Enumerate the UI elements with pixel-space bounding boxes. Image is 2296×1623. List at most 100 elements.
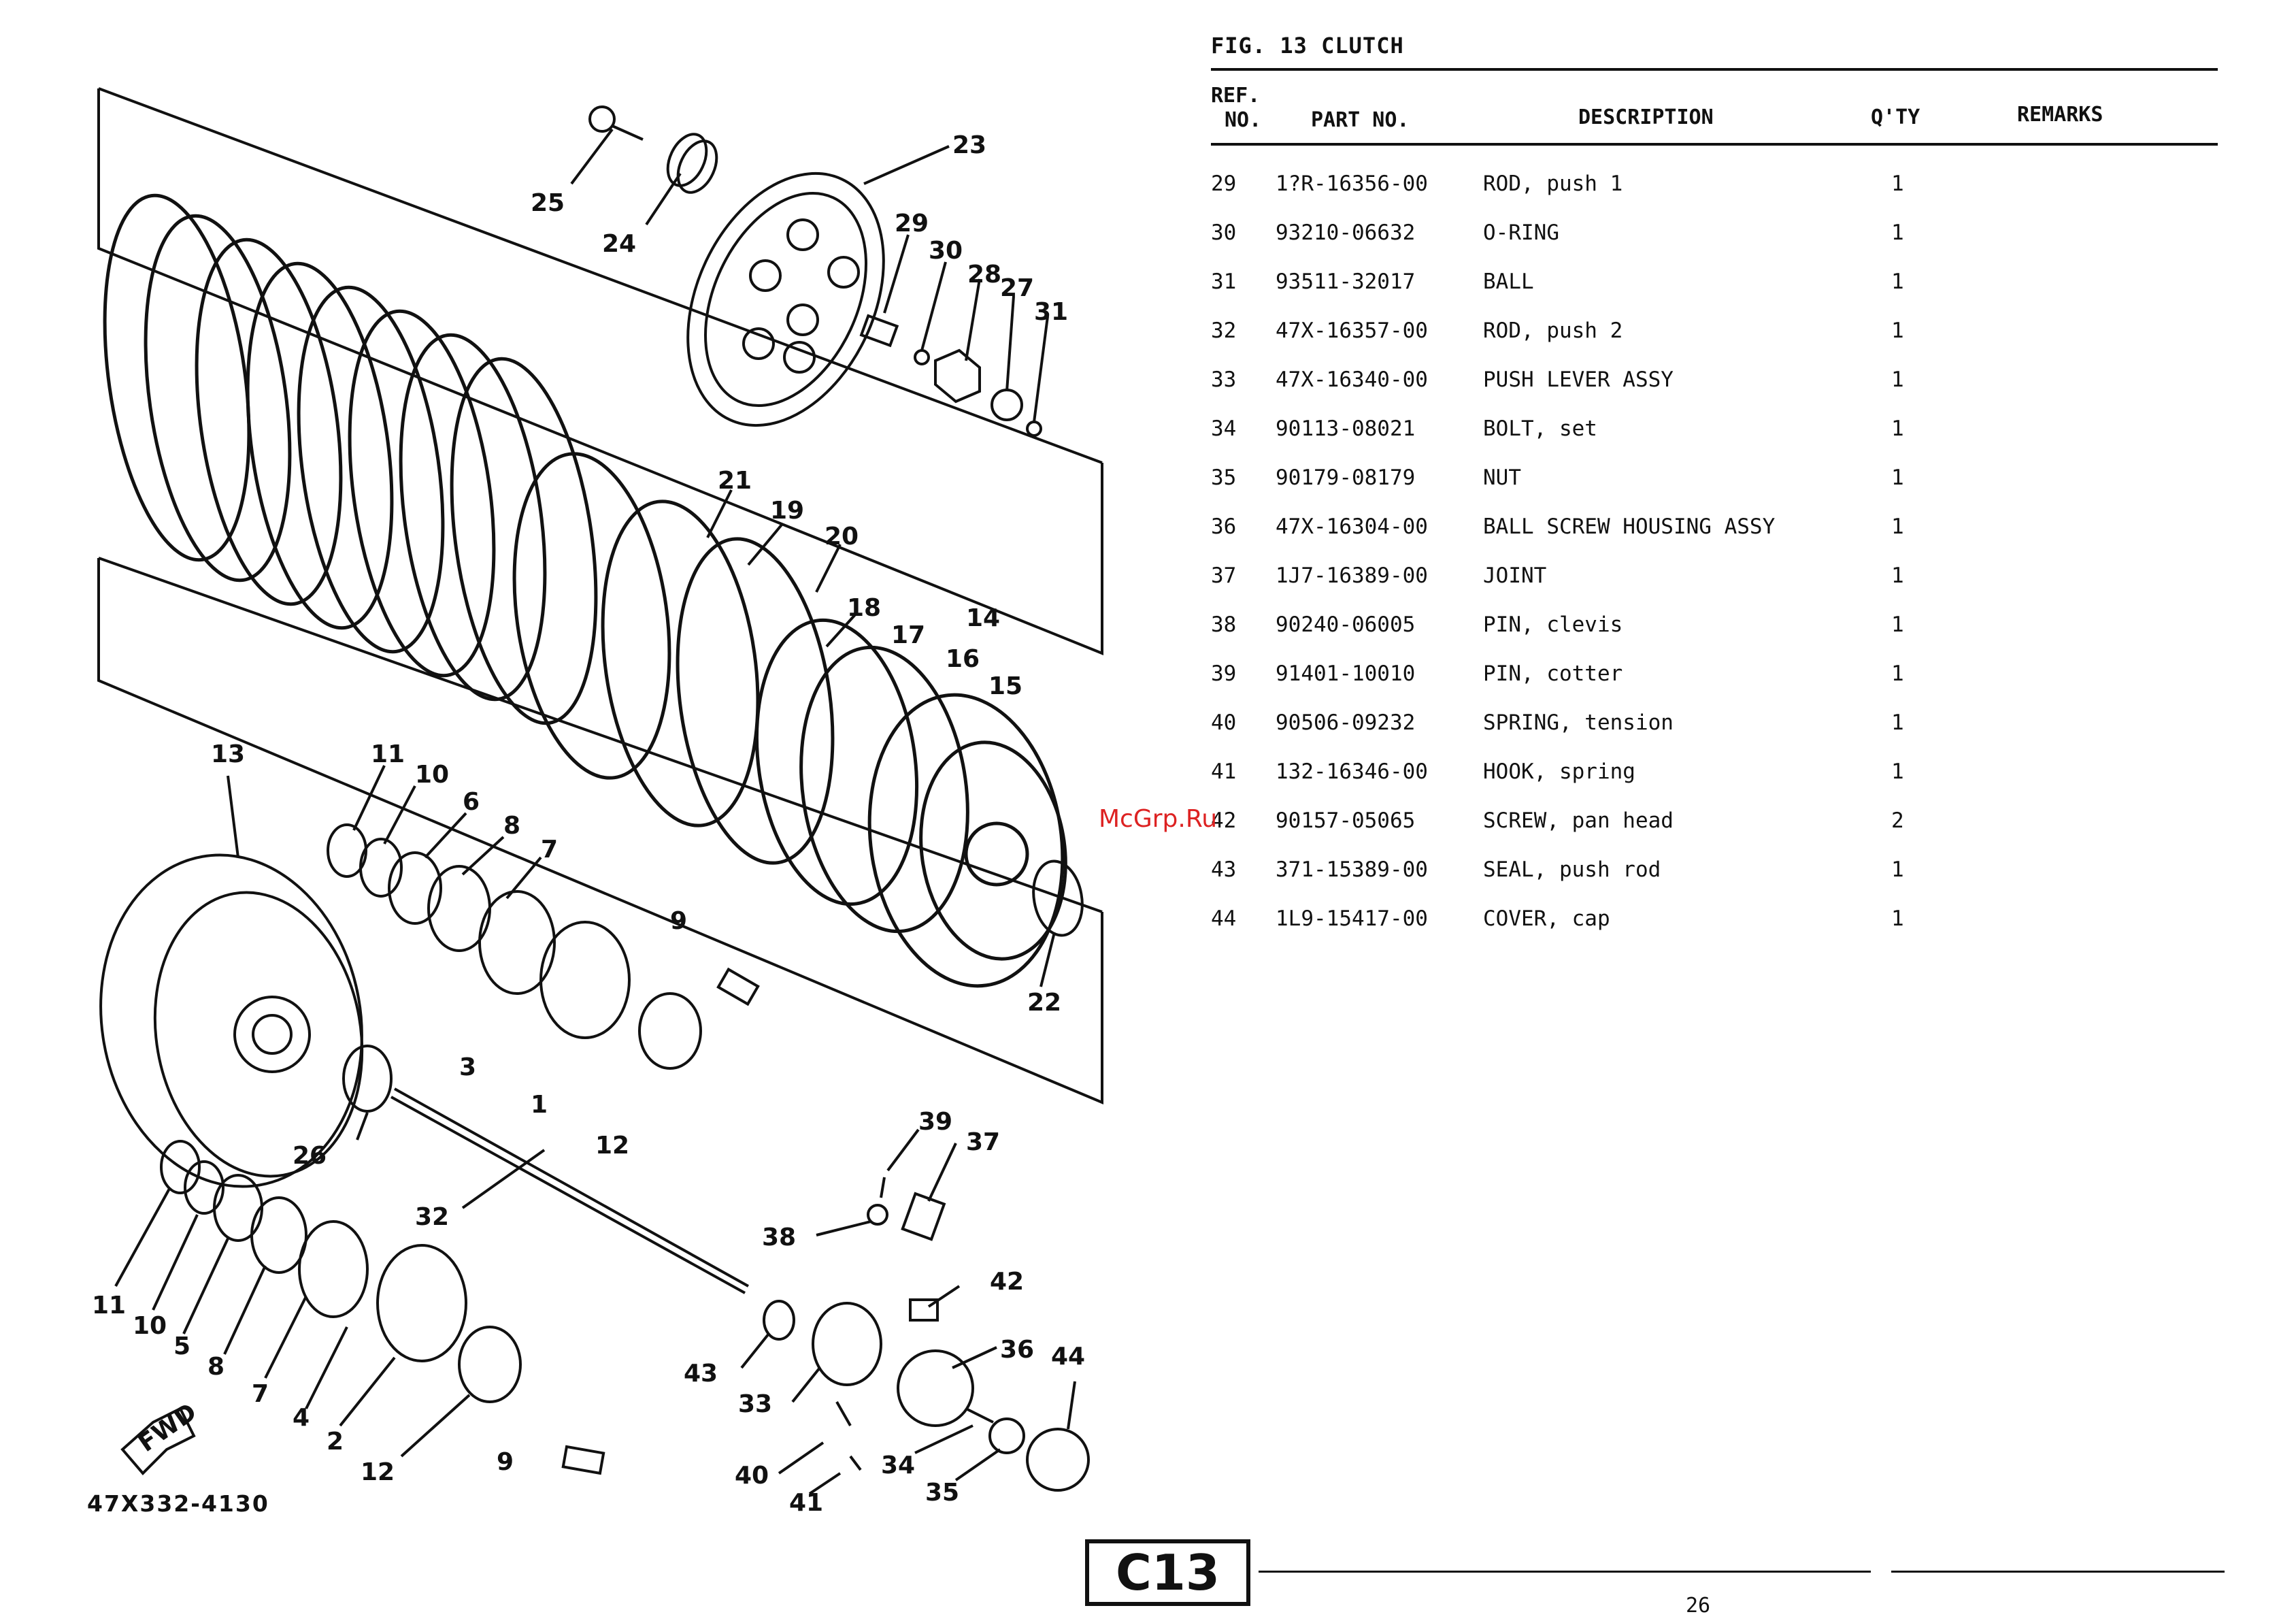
ref-no: 33 — [1211, 367, 1237, 392]
table-row: 30 93210-06632 O-RING 1 — [1211, 220, 2231, 248]
ref-no: 40 — [1211, 710, 1237, 735]
part-no: 132-16346-00 — [1276, 759, 1428, 784]
description: NUT — [1483, 465, 1521, 490]
table-top-rule — [1211, 68, 2218, 71]
callout-36: 36 — [1000, 1336, 1034, 1364]
part-no: 47X-16357-00 — [1276, 318, 1428, 343]
quantity: 1 — [1891, 318, 1904, 343]
description: COVER, cap — [1483, 906, 1610, 931]
callout-30: 30 — [929, 237, 963, 265]
section-code-box: C13 — [1085, 1539, 1250, 1606]
header-part-no: PART NO. — [1311, 108, 1410, 132]
ref-no: 41 — [1211, 759, 1237, 784]
callout-3: 3 — [459, 1053, 476, 1081]
quantity: 1 — [1891, 710, 1904, 735]
description: PIN, cotter — [1483, 661, 1623, 686]
callout-38: 38 — [762, 1224, 796, 1251]
watermark: McGrp.Ru — [1099, 805, 1218, 833]
callout-11: 11 — [371, 740, 405, 768]
quantity: 2 — [1891, 808, 1904, 833]
ref-no: 29 — [1211, 171, 1237, 196]
callout-43: 43 — [684, 1360, 718, 1388]
quantity: 1 — [1891, 220, 1904, 245]
callout-4: 4 — [293, 1404, 310, 1432]
callout-8: 8 — [503, 812, 520, 840]
callout-27: 27 — [1000, 274, 1034, 302]
ref-no: 34 — [1211, 416, 1237, 441]
callout-28: 28 — [967, 261, 1001, 289]
quantity: 1 — [1891, 759, 1904, 784]
ref-no: 39 — [1211, 661, 1237, 686]
figure-title: FIG. 13 CLUTCH — [1211, 33, 1404, 59]
ref-no: 32 — [1211, 318, 1237, 343]
quantity: 1 — [1891, 171, 1904, 196]
callout-10: 10 — [415, 761, 449, 789]
ref-no: 44 — [1211, 906, 1237, 931]
description: SPRING, tension — [1483, 710, 1674, 735]
callout-12: 12 — [595, 1132, 629, 1160]
callout-17: 17 — [891, 621, 925, 649]
callout-8b: 8 — [207, 1353, 224, 1381]
quantity: 1 — [1891, 906, 1904, 931]
ref-no: 42 — [1211, 808, 1237, 833]
callout-14: 14 — [966, 604, 1000, 632]
ref-no: 43 — [1211, 857, 1237, 882]
callout-10b: 10 — [133, 1312, 167, 1340]
callout-41: 41 — [789, 1489, 823, 1517]
exploded-clutch-diagram: 25 24 23 29 30 28 27 31 21 19 20 18 17 1… — [92, 87, 1103, 1517]
header-ref-no-1: REF. — [1211, 84, 1261, 108]
description: SCREW, pan head — [1483, 808, 1674, 833]
part-no: 91401-10010 — [1276, 661, 1416, 686]
callout-12b: 12 — [361, 1458, 395, 1486]
part-no: 47X-16340-00 — [1276, 367, 1428, 392]
quantity: 1 — [1891, 269, 1904, 294]
callout-11b: 11 — [92, 1292, 126, 1319]
callout-34: 34 — [881, 1452, 915, 1479]
part-no: 1L9-15417-00 — [1276, 906, 1428, 931]
callout-26: 26 — [293, 1142, 327, 1170]
part-no: 90240-06005 — [1276, 612, 1416, 637]
callout-21: 21 — [718, 467, 752, 495]
part-no: 93210-06632 — [1276, 220, 1416, 245]
description: O-RING — [1483, 220, 1559, 245]
page-number: 26 — [1686, 1594, 1711, 1618]
description: BOLT, set — [1483, 416, 1597, 441]
table-row: 32 47X-16357-00 ROD, push 2 1 — [1211, 318, 2231, 346]
callout-42: 42 — [990, 1268, 1024, 1296]
table-row: 40 90506-09232 SPRING, tension 1 — [1211, 710, 2231, 738]
ref-no: 30 — [1211, 220, 1237, 245]
part-no: 371-15389-00 — [1276, 857, 1428, 882]
header-remarks: REMARKS — [2017, 103, 2103, 127]
callout-13: 13 — [211, 740, 245, 768]
part-no: 90113-08021 — [1276, 416, 1416, 441]
quantity: 1 — [1891, 661, 1904, 686]
callout-22: 22 — [1027, 989, 1061, 1017]
part-no: 90157-05065 — [1276, 808, 1416, 833]
table-header-rule — [1211, 143, 2218, 146]
callout-7b: 7 — [252, 1380, 269, 1408]
callout-25: 25 — [531, 189, 565, 217]
quantity: 1 — [1891, 465, 1904, 490]
callout-15: 15 — [988, 672, 1022, 700]
callout-18: 18 — [847, 594, 881, 622]
description: ROD, push 2 — [1483, 318, 1623, 343]
table-row: 44 1L9-15417-00 COVER, cap 1 — [1211, 906, 2231, 934]
callout-39: 39 — [918, 1108, 952, 1136]
description: ROD, push 1 — [1483, 171, 1623, 196]
callout-37: 37 — [966, 1128, 1000, 1156]
callout-32: 32 — [415, 1203, 449, 1231]
table-row: 42 90157-05065 SCREW, pan head 2 — [1211, 808, 2231, 836]
quantity: 1 — [1891, 857, 1904, 882]
part-no: 90506-09232 — [1276, 710, 1416, 735]
footer-rule-right — [1891, 1571, 2225, 1573]
description: PIN, clevis — [1483, 612, 1623, 637]
